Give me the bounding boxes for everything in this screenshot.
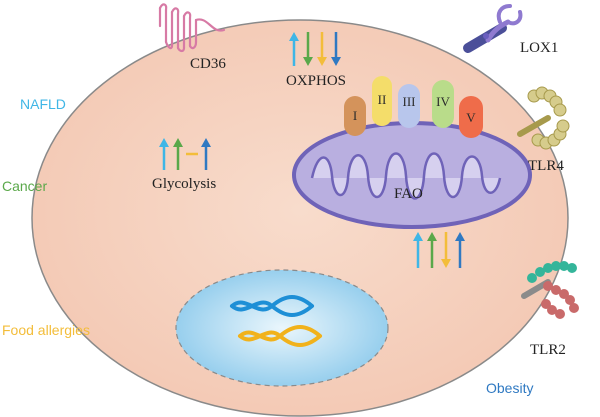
oxphos-arrow-4-down	[331, 32, 341, 66]
complex-II-shape	[372, 76, 392, 126]
condition-food-allergies: Food allergies	[2, 322, 90, 338]
fao-arrow-2-up	[427, 232, 437, 268]
tlr4-receptor-icon	[517, 86, 570, 150]
glycolysis-change-arrows	[159, 138, 211, 170]
lox1-label: LOX1	[520, 40, 559, 56]
complex-IV-shape	[432, 80, 454, 128]
complex-II-label: II	[377, 92, 387, 107]
complex-I-shape	[344, 96, 366, 136]
tlr2-receptor-icon	[521, 261, 579, 319]
fao-label: FAO	[394, 186, 423, 202]
mitochondrial-cristae	[310, 152, 502, 200]
fao-change-arrows	[413, 232, 465, 268]
nucleus	[175, 269, 389, 387]
oxphos-change-arrows	[289, 32, 341, 66]
mitochondrion	[292, 121, 532, 229]
etc-complexes	[344, 76, 483, 138]
complex-I-label: I	[352, 108, 358, 123]
oxphos-label: OXPHOS	[286, 73, 347, 89]
tlr4-label: TLR4	[528, 158, 564, 174]
dna-helix-yellow	[238, 325, 322, 347]
cd36-label: CD36	[190, 56, 226, 72]
condition-cancer: Cancer	[2, 178, 48, 194]
oxphos-arrow-3-down	[317, 32, 327, 66]
lox1-receptor-icon	[463, 4, 523, 53]
glycolysis-arrow-4-up	[201, 138, 211, 170]
glycolysis-arrow-1-up	[159, 138, 169, 170]
glycolysis-arrow-2-up	[173, 138, 183, 170]
fao-arrow-3-down	[441, 232, 451, 268]
condition-obesity: Obesity	[486, 380, 534, 396]
complex-IV-label: IV	[436, 94, 450, 109]
fao-arrow-1-up	[413, 232, 423, 268]
complex-III-shape	[398, 84, 420, 128]
complex-V-label: V	[466, 110, 476, 125]
glycolysis-label: Glycolysis	[152, 176, 217, 192]
complex-III-label: III	[402, 94, 416, 109]
condition-nafld: NAFLD	[20, 96, 66, 112]
dna-helix-blue	[230, 295, 314, 317]
cd36-receptor-icon	[158, 3, 226, 53]
oxphos-arrow-2-down	[303, 32, 313, 66]
oxphos-arrow-1-up	[289, 32, 299, 66]
tlr2-label: TLR2	[530, 342, 566, 358]
fao-arrow-4-up	[455, 232, 465, 268]
complex-V-shape	[459, 96, 483, 138]
